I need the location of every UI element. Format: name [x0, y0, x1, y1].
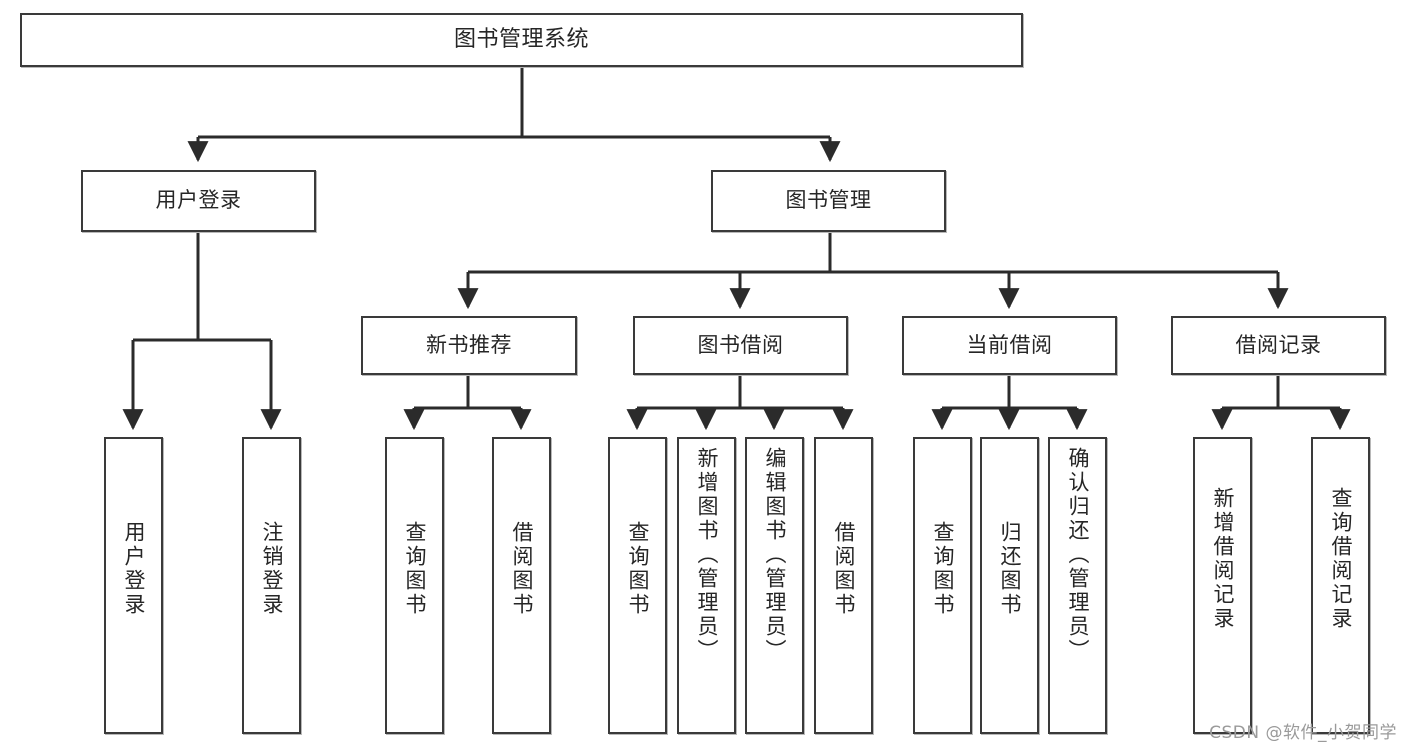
node-leaf-query-borrow-record[interactable]: 查询借阅记录 [1311, 437, 1370, 734]
node-leaf-query-book-3[interactable]: 查询图书 [913, 437, 972, 734]
node-root[interactable]: 图书管理系统 [20, 13, 1023, 67]
node-leaf-add-borrow-record-label: 新增借阅记录 [1211, 487, 1235, 631]
node-leaf-edit-book-admin-label: 编辑图书（管理员） [763, 447, 787, 663]
node-leaf-logout-label: 注销登录 [260, 521, 284, 617]
node-leaf-logout[interactable]: 注销登录 [242, 437, 301, 734]
node-current-borrow[interactable]: 当前借阅 [902, 316, 1117, 375]
node-leaf-user-login-label: 用户登录 [122, 521, 146, 617]
node-borrow-record-label: 借阅记录 [1235, 332, 1322, 357]
node-leaf-edit-book-admin[interactable]: 编辑图书（管理员） [745, 437, 804, 734]
node-new-book-recommend-label: 新书推荐 [426, 332, 512, 357]
node-book-management[interactable]: 图书管理 [711, 170, 946, 232]
watermark-text: CSDN @软件_小贺同学 [1209, 723, 1397, 743]
node-leaf-borrow-book-1-label: 借阅图书 [510, 521, 534, 617]
node-book-management-label: 图书管理 [785, 188, 872, 213]
node-leaf-query-book-3-label: 查询图书 [931, 521, 955, 617]
node-leaf-confirm-return-admin[interactable]: 确认归还（管理员） [1048, 437, 1107, 734]
node-current-borrow-label: 当前借阅 [966, 332, 1053, 357]
node-leaf-confirm-return-admin-label: 确认归还（管理员） [1066, 447, 1090, 663]
node-leaf-query-book-1-label: 查询图书 [403, 521, 427, 617]
node-leaf-user-login[interactable]: 用户登录 [104, 437, 163, 734]
node-leaf-query-borrow-record-label: 查询借阅记录 [1329, 487, 1353, 631]
node-leaf-borrow-book-2-label: 借阅图书 [832, 521, 856, 617]
node-leaf-query-book-2-label: 查询图书 [626, 521, 650, 617]
node-leaf-return-book-label: 归还图书 [998, 521, 1022, 617]
node-new-book-recommend[interactable]: 新书推荐 [361, 316, 577, 375]
node-leaf-add-book-admin[interactable]: 新增图书（管理员） [677, 437, 736, 734]
node-leaf-borrow-book-2[interactable]: 借阅图书 [814, 437, 873, 734]
node-leaf-add-book-admin-label: 新增图书（管理员） [695, 447, 719, 663]
node-borrow-record[interactable]: 借阅记录 [1171, 316, 1386, 375]
node-book-borrow[interactable]: 图书借阅 [633, 316, 848, 375]
node-user-login[interactable]: 用户登录 [81, 170, 316, 232]
node-leaf-return-book[interactable]: 归还图书 [980, 437, 1039, 734]
node-book-borrow-label: 图书借阅 [697, 332, 784, 357]
node-user-login-label: 用户登录 [155, 188, 242, 213]
node-leaf-query-book-1[interactable]: 查询图书 [385, 437, 444, 734]
node-leaf-query-book-2[interactable]: 查询图书 [608, 437, 667, 734]
node-leaf-add-borrow-record[interactable]: 新增借阅记录 [1193, 437, 1252, 734]
node-leaf-borrow-book-1[interactable]: 借阅图书 [492, 437, 551, 734]
node-root-label: 图书管理系统 [453, 26, 589, 52]
